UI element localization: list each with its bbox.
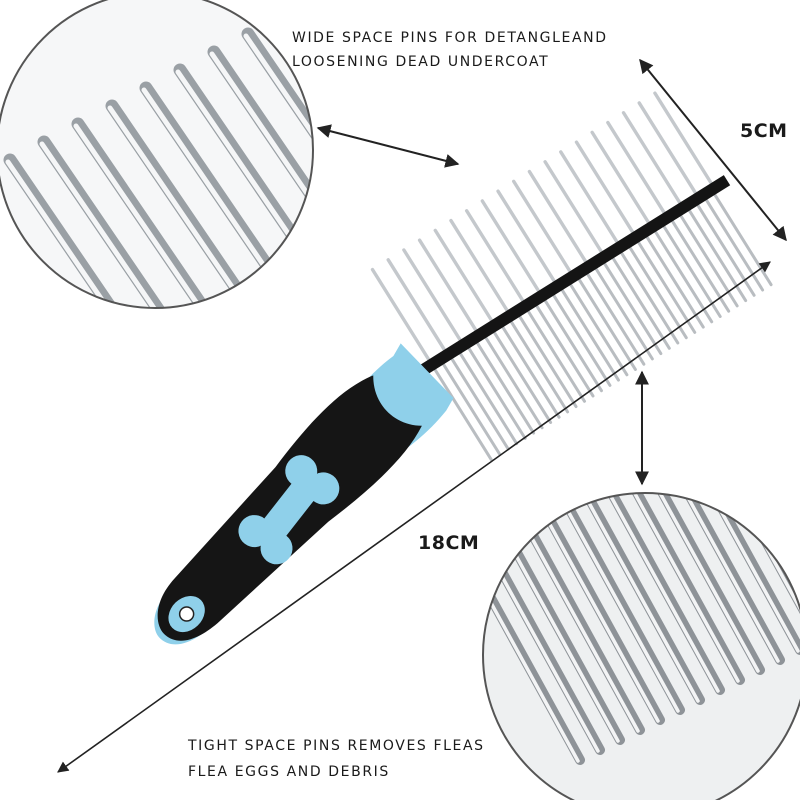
comb-tight-pin: [552, 293, 612, 387]
comb-tight-pin: [560, 288, 620, 382]
width-dimension-arrow: [639, 58, 787, 242]
comb-tight-pin: [637, 240, 697, 334]
width-label: 5CM: [740, 120, 788, 142]
comb-wide-pin: [574, 140, 635, 234]
comb-wide-pin: [527, 169, 588, 264]
comb-tight-pin: [645, 235, 705, 329]
comb-tight-pin: [518, 315, 578, 409]
comb-wide-pin: [433, 228, 494, 322]
comb-wide-pin: [402, 248, 462, 342]
comb-tight-pin: [696, 203, 756, 297]
comb-wide-pin: [559, 150, 619, 244]
comb-tight-pin: [484, 336, 544, 430]
comb-tight-pin: [433, 368, 493, 462]
comb-tight-pin: [569, 283, 629, 377]
comb-tight-pin: [442, 362, 502, 456]
comb-wide-pin: [512, 179, 572, 273]
length-dimension-arrow: [57, 261, 771, 773]
comb-wide-pin: [606, 120, 666, 215]
comb-tight-pin: [543, 299, 603, 393]
comb-tight-pin: [586, 272, 646, 366]
zoom-wide-pin: [207, 45, 313, 279]
comb-wide-pin: [590, 130, 651, 224]
comb-wide-pin: [496, 189, 556, 283]
comb-tight-pin: [577, 278, 637, 371]
comb-tight-pin: [603, 262, 663, 356]
comb-tight-pin: [654, 230, 714, 324]
comb-tight-pin: [704, 198, 765, 292]
comb-tight-pin: [492, 331, 553, 424]
comb-tight-pin: [620, 251, 680, 345]
comb-tight-pin: [467, 346, 527, 440]
comb-tight-pin: [687, 209, 748, 303]
tight-pins-caption-line2: FLEA EGGS AND DEBRIS: [188, 764, 390, 780]
wide-pins-caption-line1: WIDE SPACE PINS FOR DETANGLEAND: [292, 30, 608, 46]
wide-pins-pointer-arrow: [316, 124, 460, 168]
comb-tight-pin: [628, 246, 688, 340]
comb-spine: [408, 175, 731, 383]
comb-tight-pin: [509, 320, 570, 414]
tight-pins-zoom-circle: [482, 492, 800, 800]
comb-tight-pin: [611, 256, 671, 350]
zoom-wide-pin: [241, 27, 313, 261]
comb-tight-pin: [501, 325, 561, 419]
comb-wide-pin: [464, 209, 525, 303]
comb-tight-pin: [475, 341, 536, 435]
comb-tight-pin: [458, 352, 519, 446]
comb-wide-pin: [621, 111, 682, 205]
comb-wide-pin: [480, 199, 541, 293]
comb-wide-pin: [543, 160, 603, 254]
length-label: 18CM: [418, 532, 480, 554]
comb-wide-pin: [449, 218, 509, 313]
comb-tight-pin: [713, 193, 773, 287]
comb-handle: [154, 343, 454, 645]
comb-wide-pin: [386, 258, 447, 352]
wide-pins-caption-line2: LOOSENING DEAD UNDERCOAT: [292, 54, 550, 70]
comb-tight-pin: [594, 267, 654, 361]
comb-tight-pin: [450, 357, 510, 451]
zoom-wide-pin: [37, 135, 201, 308]
comb-wide-pin: [417, 238, 478, 332]
comb-tight-pin: [535, 304, 595, 398]
tight-pins-caption-line1: TIGHT SPACE PINS REMOVES FLEAS: [188, 738, 485, 754]
comb-tight-pin: [526, 309, 587, 403]
